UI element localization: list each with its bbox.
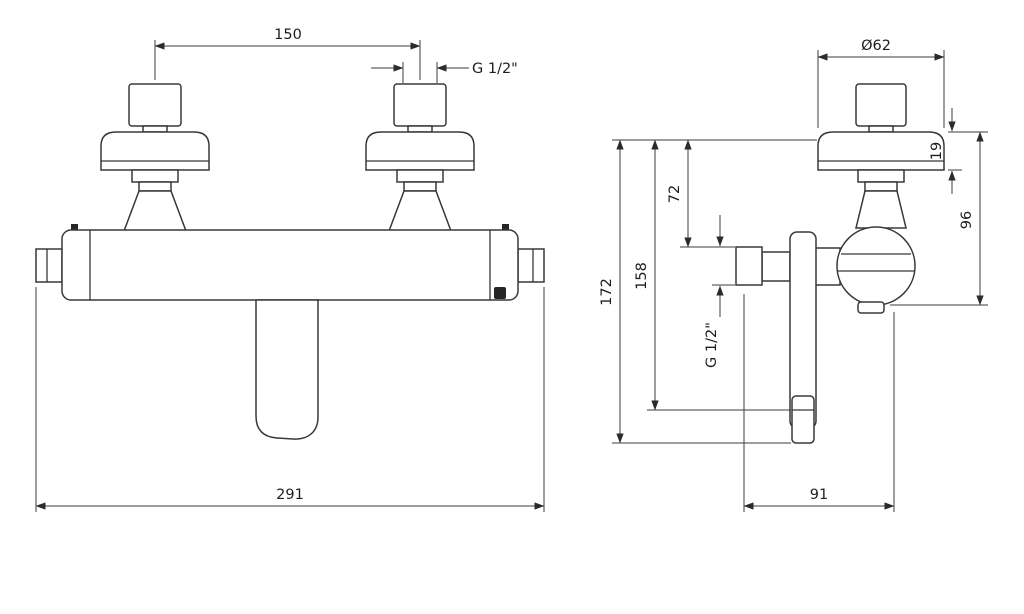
spout-front — [255, 299, 319, 440]
dim-inlet-thread-front: G 1/2" — [371, 61, 518, 83]
right-valve-flange — [365, 131, 475, 171]
diverter-button — [494, 287, 506, 299]
dim-inlet-thread-label: G 1/2" — [472, 61, 518, 77]
body-circle — [836, 226, 916, 306]
side-valve-neck-upper — [857, 169, 905, 183]
dim-offset-72-label: 72 — [667, 185, 683, 203]
spout-outlet-side — [791, 395, 815, 444]
dim-height-172-label: 172 — [599, 278, 615, 306]
dim-height-158: 158 — [634, 139, 791, 411]
right-valve-neck-lower — [403, 181, 437, 192]
left-valve-neck-lower — [138, 181, 172, 192]
side-valve-stem — [868, 125, 894, 133]
left-valve-flange — [100, 131, 210, 171]
dim-height-96: 96 — [890, 131, 988, 306]
dim-flange-depth: 19 — [929, 108, 988, 194]
threaded-wall-connector — [735, 246, 763, 286]
dim-outlet-thread-label: G 1/2" — [704, 322, 720, 368]
right-valve-knurled-knob — [393, 83, 447, 127]
left-valve-cone — [122, 190, 188, 232]
left-wall-union — [35, 248, 63, 283]
right-valve-cone — [387, 190, 453, 232]
dim-flange-diameter: Ø62 — [817, 38, 945, 128]
wall-union-sleeve — [761, 251, 791, 282]
diverter-side — [857, 301, 885, 314]
side-valve-neck-lower — [864, 181, 898, 192]
right-valve — [365, 83, 475, 232]
dim-valve-spacing-label: 150 — [274, 27, 302, 43]
body-screw-right — [502, 224, 509, 231]
side-view: Ø62 19 96 172 158 — [599, 38, 988, 512]
dim-flange-diameter-label: Ø62 — [861, 38, 891, 54]
front-view: 150 G 1/2" 291 — [35, 27, 545, 512]
right-valve-neck-upper — [396, 169, 444, 183]
side-valve-knurled-knob — [855, 83, 907, 127]
dim-outlet-thread-side: G 1/2" — [704, 215, 735, 368]
dim-height-158-label: 158 — [634, 262, 650, 290]
side-valve-cone — [855, 190, 907, 229]
right-valve-stem — [407, 125, 433, 133]
dim-flange-depth-label: 19 — [929, 142, 945, 160]
dim-offset-72: 72 — [667, 139, 735, 248]
mixer-body-front — [35, 224, 545, 440]
mixer-body-side — [735, 226, 916, 444]
side-valve-flange — [817, 131, 945, 171]
left-valve-knurled-knob — [128, 83, 182, 127]
left-valve-neck-upper — [131, 169, 179, 183]
right-wall-union — [517, 248, 545, 283]
dim-depth-91: 91 — [743, 294, 895, 512]
dim-overall-width: 291 — [35, 287, 545, 512]
body-screw-left — [71, 224, 78, 231]
dim-height-172: 172 — [599, 139, 791, 444]
dim-valve-spacing: 150 — [154, 27, 421, 80]
dim-overall-width-label: 291 — [276, 487, 304, 503]
left-valve-stem — [142, 125, 168, 133]
side-valve — [817, 83, 945, 229]
dim-depth-91-label: 91 — [810, 487, 828, 503]
dim-height-96-label: 96 — [959, 211, 975, 229]
left-valve — [100, 83, 210, 232]
body-barrel — [61, 229, 519, 301]
